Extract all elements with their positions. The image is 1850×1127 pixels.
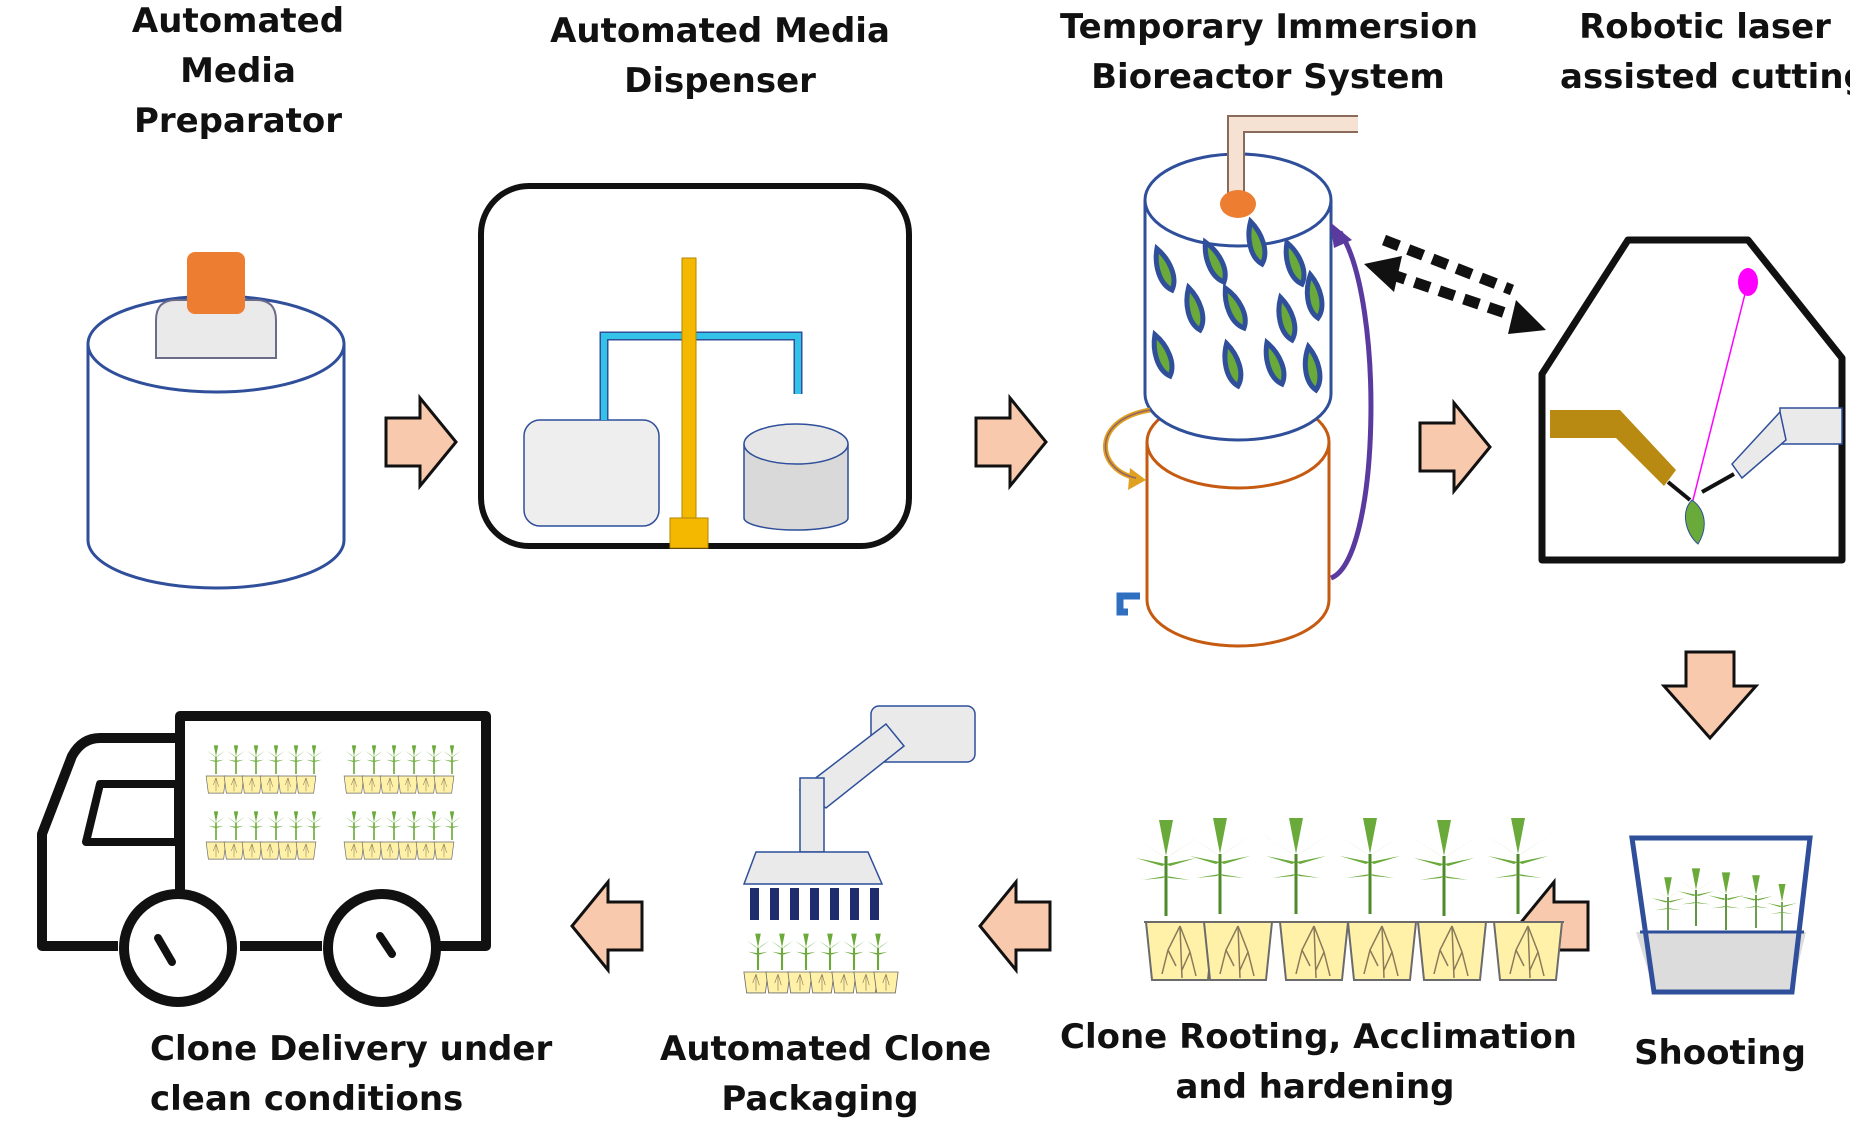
flow-arrow-right-1	[384, 393, 458, 491]
flow-arrow-left-3	[570, 877, 644, 975]
flow-arrow-right-2	[974, 393, 1048, 491]
label-shooting: Shooting	[1634, 1033, 1806, 1073]
flow-arrow-right-3	[1418, 398, 1492, 496]
packaging-icon	[742, 705, 976, 994]
label-rooting: Clone Rooting, Acclimation and hardening	[1060, 1017, 1577, 1107]
shooting-icon	[1629, 835, 1813, 995]
bioreactor-icon	[1102, 115, 1374, 648]
laser-cutting-icon	[1538, 236, 1846, 564]
flow-arrow-left-2	[978, 877, 1052, 975]
label-bioreactor: Temporary Immersion Bioreactor System	[1060, 7, 1479, 97]
transfer-dashed-arrow	[1364, 234, 1546, 334]
label-packaging: Automated Clone Packaging	[660, 1029, 992, 1119]
media-dispenser-icon	[478, 183, 912, 549]
delivery-truck-icon	[37, 711, 491, 1007]
label-media-preparator: Automated Media Preparator	[131, 1, 345, 141]
media-preparator-icon	[86, 252, 346, 590]
label-media-dispenser: Automated Media Dispenser	[550, 11, 890, 101]
label-laser-cutting: Robotic laser assisted cutting	[1560, 7, 1850, 97]
rooting-icon	[1130, 816, 1564, 981]
label-delivery: Clone Delivery under clean conditions	[150, 1029, 553, 1119]
flow-arrow-down	[1660, 650, 1760, 741]
